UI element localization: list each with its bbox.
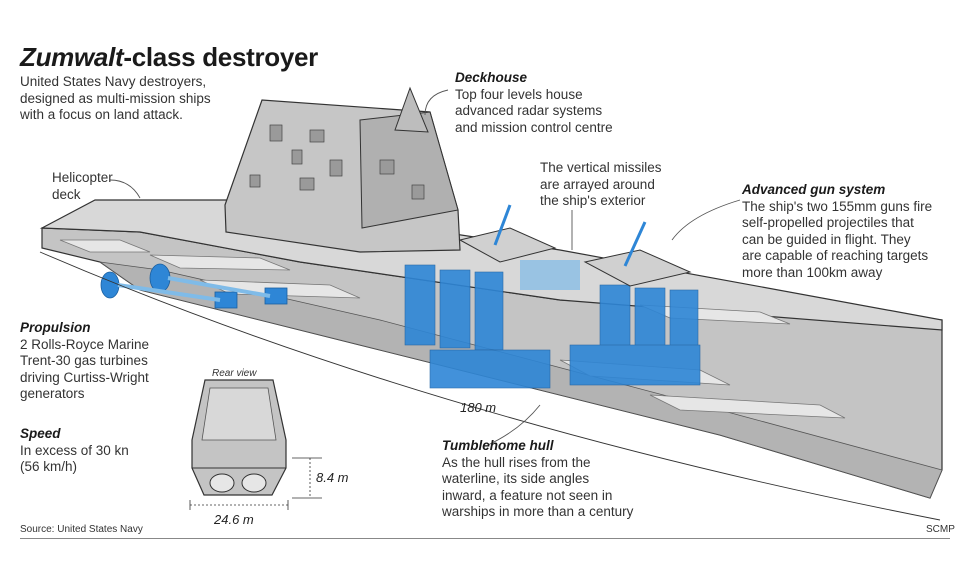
bottom-rule [20, 538, 950, 539]
length-label: 180 m [460, 400, 497, 415]
rear-view-label: Rear view [212, 368, 257, 379]
rear-view-diagram [191, 379, 287, 496]
speed-label: Speed In excess of 30 kn (56 km/h) [20, 426, 129, 474]
page-title: Zumwalt-class destroyer [20, 42, 319, 72]
missile-cells-light [520, 260, 580, 290]
source-note: Source: United States Navy [20, 524, 143, 535]
leader-lines [109, 89, 741, 446]
rear-height-label: 8.4 m [316, 470, 349, 485]
propulsion-units [100, 263, 288, 309]
gun-turrets [458, 227, 692, 287]
vertical-missile-cells [404, 264, 701, 389]
propulsion-label: Propulsion 2 Rolls-Royce Marine Trent-30… [20, 320, 150, 401]
length-dimension-line [39, 251, 941, 521]
rear-dimension-lines [189, 457, 322, 510]
tumblehome-hull-label: Tumblehome hull As the hull rises from t… [442, 438, 634, 519]
rear-width-label: 24.6 m [214, 512, 254, 527]
credit: SCMP [926, 524, 955, 535]
gun-barrels [493, 204, 647, 267]
deckhouse-windows [249, 124, 425, 200]
gun-system-label: Advanced gun system The ship's two 155mm… [742, 182, 933, 280]
deckhouse-label: Deckhouse Top four levels house advanced… [455, 70, 613, 135]
intro-text: United States Navy destroyers,designed a… [20, 74, 211, 122]
